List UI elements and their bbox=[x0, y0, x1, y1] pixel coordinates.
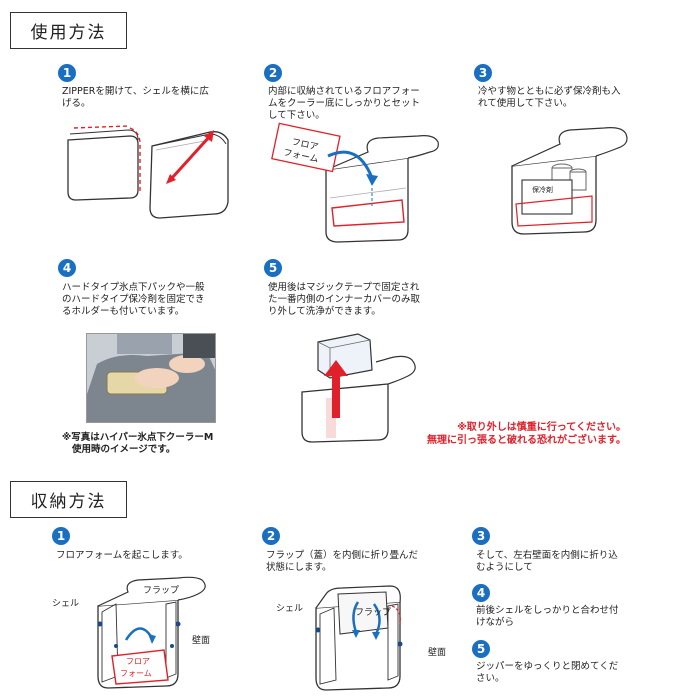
storage-step-4-text: 前後シェルをしっかりと合わせ付けながら bbox=[476, 605, 619, 628]
cooler-with-ice-pack-illustration: 保冷剤 bbox=[511, 127, 628, 235]
storage-step1-flap-label: フラップ bbox=[143, 586, 180, 596]
raise-floor-foam-illustration: フロア フォーム bbox=[97, 576, 206, 689]
storage-step1-shell-label: シェル bbox=[52, 599, 80, 609]
inner-cover-removal-illustration bbox=[301, 333, 416, 443]
usage-step-3-number: 3 bbox=[474, 64, 492, 82]
usage-step-2-number: 2 bbox=[264, 64, 282, 82]
usage-step-1-number: 1 bbox=[58, 64, 76, 82]
floor-foam-set-illustration: フロア フォーム bbox=[271, 122, 439, 243]
photo-caption: ※写真はハイパー氷点下クーラーM 使用時のイメージです。 bbox=[62, 432, 214, 455]
storage-step-5-number: 5 bbox=[472, 640, 490, 658]
storage-step1-wall-label: 壁面 bbox=[192, 636, 211, 646]
storage-step-5-text: ジッパーをゆっくりと閉めてください。 bbox=[476, 661, 619, 684]
fold-flap-illustration bbox=[315, 585, 403, 691]
open-shell-illustration bbox=[67, 125, 229, 219]
usage-step-4-text: ハードタイプ氷点下パックや一般のハードタイプ保冷剤を固定できるホルダーも付いてい… bbox=[62, 282, 205, 317]
holder-usage-photo bbox=[86, 333, 216, 423]
storage-step-2-number: 2 bbox=[262, 527, 280, 545]
storage-step2-shell-label: シェル bbox=[276, 604, 304, 614]
storage-step2-wall-label: 壁面 bbox=[428, 648, 447, 658]
usage-step-2-text: 内部に収納されているフロアフォームをクーラー底にしっかりとセットして下さい。 bbox=[268, 86, 421, 121]
storage-section-title: 収納方法 bbox=[10, 481, 127, 518]
usage-step-4-number: 4 bbox=[58, 259, 76, 277]
storage-floor-label-1: フロア bbox=[126, 657, 150, 666]
storage-step-3-text: そして、左右壁面を内側に折り込むようにして bbox=[476, 550, 618, 573]
usage-step-3-text: 冷やす物とともに必ず保冷剤も入れて使用して下さい。 bbox=[478, 86, 621, 109]
storage-step-3-number: 3 bbox=[472, 527, 490, 545]
storage-step-2-text: フラップ（蓋）を内側に折り畳んだ状態にします。 bbox=[266, 550, 419, 573]
removal-warning: ※取り外しは慎重に行ってください。無理に引っ張ると破れる恐れがございます。 bbox=[427, 422, 626, 446]
usage-step-1-text: ZIPPERを開けて、シェルを横に広げる。 bbox=[62, 86, 209, 109]
usage-section-title: 使用方法 bbox=[10, 12, 127, 49]
usage-step-5-text: 使用後はマジックテープで固定された一番内側のインナーカバーのみ取り外して洗浄がで… bbox=[268, 282, 421, 317]
ice-pack-label: 保冷剤 bbox=[532, 185, 553, 194]
storage-step-1-number: 1 bbox=[52, 527, 70, 545]
storage-step2-flap-label: フラップ bbox=[355, 608, 392, 618]
storage-step-4-number: 4 bbox=[472, 584, 490, 602]
usage-step-5-number: 5 bbox=[264, 259, 282, 277]
storage-floor-label-2: フォーム bbox=[120, 669, 152, 678]
storage-step-1-text: フロアフォームを起こします。 bbox=[56, 550, 188, 561]
